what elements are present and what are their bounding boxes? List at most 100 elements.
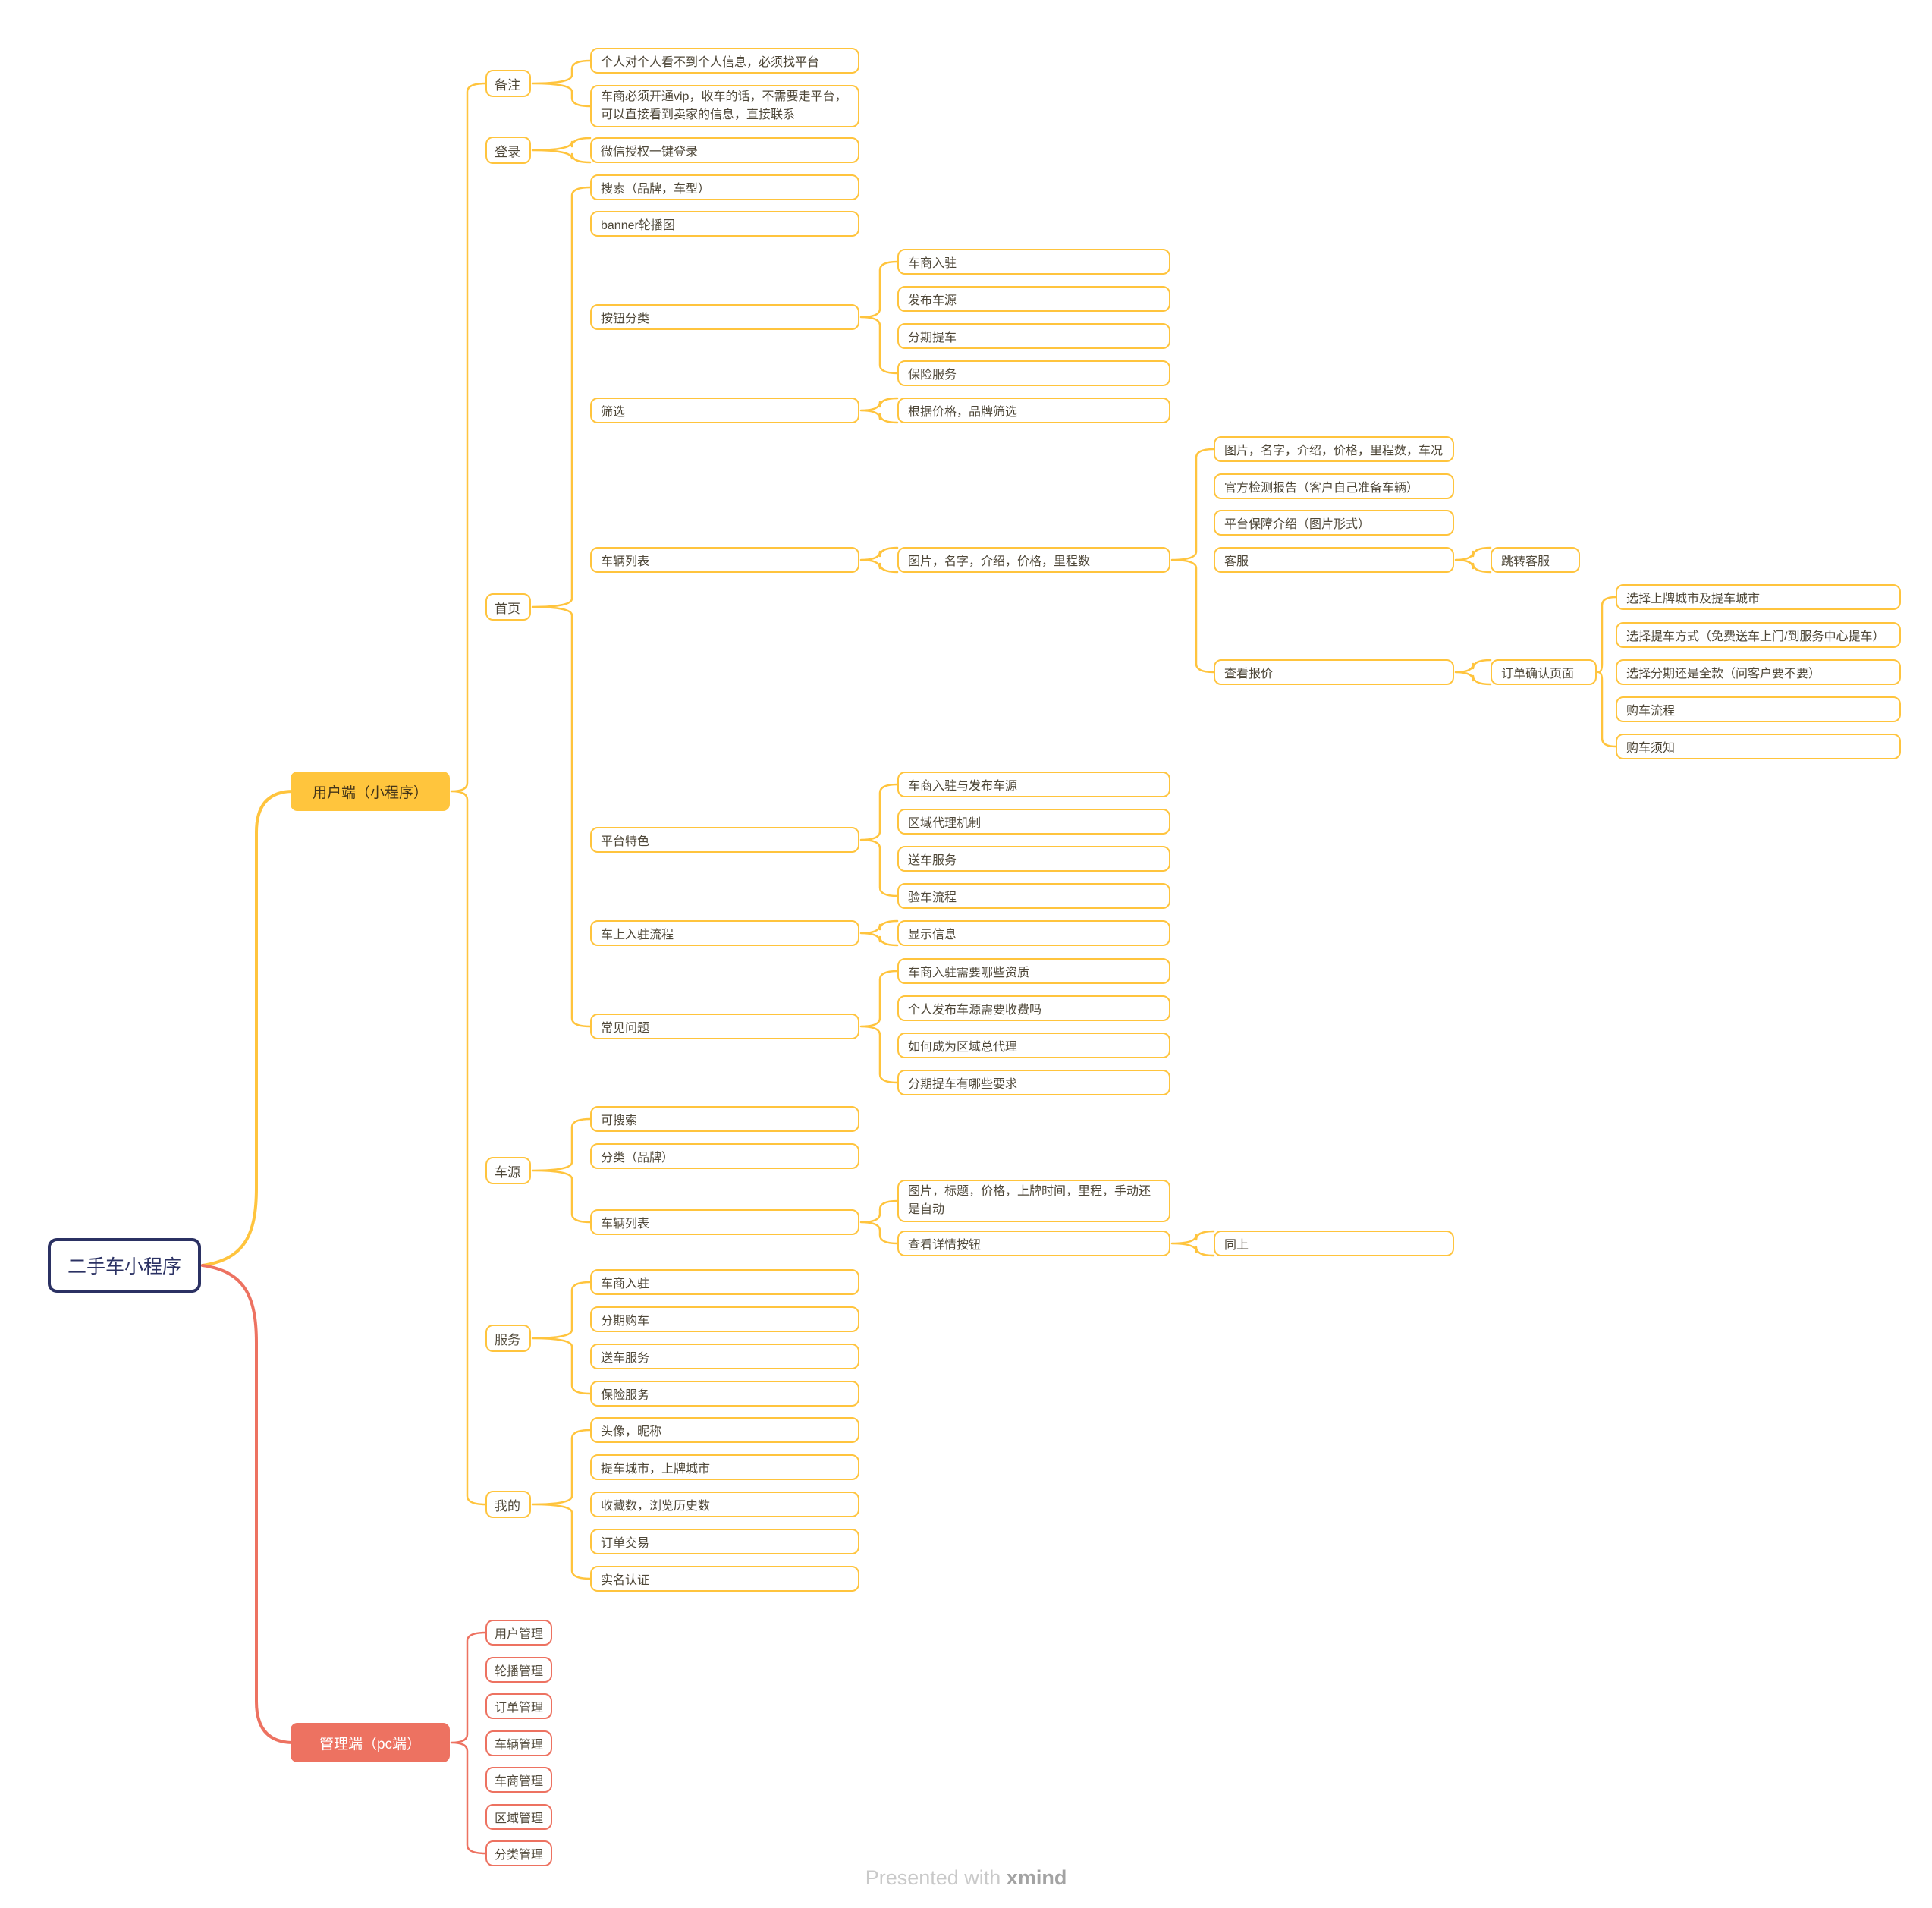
topic-label-s8b: 个人发布车源需要收费吗 [908,1004,1042,1017]
topic-s1[interactable]: 搜索（品牌，车型） [590,174,859,200]
topic-beizhu[interactable]: 备注 [485,70,531,97]
topic-s4a[interactable]: 根据价格，品牌筛选 [897,398,1170,423]
connector [1597,596,1617,748]
topic-label-denglu: 登录 [495,144,520,159]
topic-wode[interactable]: 我的 [485,1491,531,1518]
topic-c3a[interactable]: 图片，标题，价格，上牌时间，里程，手动还是自动 [897,1180,1170,1222]
topic-label-a1: 用户管理 [495,1628,544,1641]
topic-f2[interactable]: 分期购车 [590,1306,859,1332]
topic-label-w2: 提车城市，上牌城市 [601,1463,711,1476]
topic-a2[interactable]: 轮播管理 [485,1657,552,1683]
topic-s8d[interactable]: 分期提车有哪些要求 [897,1070,1170,1095]
topic-label-a6: 区域管理 [495,1812,544,1825]
topic-s5a5a[interactable]: 订单确认页面 [1491,659,1597,685]
topic-s2[interactable]: banner轮播图 [590,211,859,237]
topic-w3[interactable]: 收藏数，浏览历史数 [590,1492,859,1517]
topic-s3c[interactable]: 分期提车 [897,323,1170,349]
topic-s6b[interactable]: 区域代理机制 [897,809,1170,835]
connector [450,82,487,1506]
topic-a6[interactable]: 区域管理 [485,1804,552,1830]
topic-a5[interactable]: 车商管理 [485,1767,552,1793]
topic-a7[interactable]: 分类管理 [485,1840,552,1866]
topic-w5[interactable]: 实名认证 [590,1566,859,1592]
topic-f3[interactable]: 送车服务 [590,1344,859,1369]
connector [201,1264,298,1744]
topic-c3[interactable]: 车辆列表 [590,1209,859,1235]
topic-f4[interactable]: 保险服务 [590,1381,859,1407]
topic-s3a[interactable]: 车商入驻 [897,249,1170,275]
topic-s7a[interactable]: 显示信息 [897,920,1170,946]
topic-label-o5: 购车须知 [1626,742,1676,755]
topic-label-s4: 筛选 [601,406,626,419]
topic-label-s2: banner轮播图 [601,219,675,232]
topic-s3d[interactable]: 保险服务 [897,360,1170,386]
topic-s7[interactable]: 车上入驻流程 [590,920,859,946]
topic-label-s3d: 保险服务 [908,369,957,382]
topic-s5[interactable]: 车辆列表 [590,547,859,573]
topic-label-s5a5a: 订单确认页面 [1501,668,1575,681]
topic-s5a4a[interactable]: 跳转客服 [1491,547,1580,573]
topic-admin[interactable]: 管理端（pc端） [291,1723,450,1762]
topic-o3[interactable]: 选择分期还是全款（问客户要不要） [1616,659,1901,685]
topic-label-w5: 实名认证 [601,1574,650,1587]
connector [859,919,899,947]
topic-label-s6b: 区域代理机制 [908,817,982,830]
topic-label-c3b: 查看详情按钮 [908,1239,982,1252]
topic-c3b1[interactable]: 同上 [1214,1231,1454,1256]
topic-s5a1[interactable]: 图片，名字，介绍，价格，里程数，车况 [1214,436,1454,462]
topic-d1[interactable]: 微信授权一键登录 [590,137,859,163]
topic-label-s6d: 验车流程 [908,891,957,904]
topic-w2[interactable]: 提车城市，上牌城市 [590,1454,859,1480]
topic-s8a[interactable]: 车商入驻需要哪些资质 [897,958,1170,984]
topic-a3[interactable]: 订单管理 [485,1693,552,1719]
topic-s3b[interactable]: 发布车源 [897,286,1170,312]
watermark: Presented with xmind [0,1866,1932,1890]
topic-w1[interactable]: 头像，昵称 [590,1417,859,1443]
topic-s6d[interactable]: 验车流程 [897,883,1170,909]
connector [531,137,592,164]
topic-label-s3: 按钮分类 [601,313,650,325]
topic-cheyuan[interactable]: 车源 [485,1157,531,1184]
topic-b1[interactable]: 个人对个人看不到个人信息，必须找平台 [590,48,859,74]
topic-s5a3[interactable]: 平台保障介绍（图片形式） [1214,510,1454,536]
topic-label-s1: 搜索（品牌，车型） [601,183,711,196]
topic-b2[interactable]: 车商必须开通vip，收车的话，不需要走平台，可以直接看到卖家的信息，直接联系 [590,85,859,127]
topic-label-o1: 选择上牌城市及提车城市 [1626,593,1761,605]
topic-root[interactable]: 二手车小程序 [48,1238,201,1293]
topic-denglu[interactable]: 登录 [485,137,531,164]
topic-c3b[interactable]: 查看详情按钮 [897,1231,1170,1256]
topic-s5a4[interactable]: 客服 [1214,547,1454,573]
topic-s5a2[interactable]: 官方检测报告（客户自己准备车辆） [1214,473,1454,499]
topic-label-f1: 车商入驻 [601,1278,650,1290]
topic-user[interactable]: 用户端（小程序） [291,772,450,811]
topic-f1[interactable]: 车商入驻 [590,1269,859,1295]
topic-s5a[interactable]: 图片，名字，介绍，价格，里程数 [897,547,1170,573]
topic-c2[interactable]: 分类（品牌） [590,1143,859,1169]
topic-label-fuwu: 服务 [495,1332,520,1347]
topic-s8c[interactable]: 如何成为区域总代理 [897,1033,1170,1058]
topic-s8[interactable]: 常见问题 [590,1014,859,1039]
topic-label-a2: 轮播管理 [495,1665,544,1678]
topic-o1[interactable]: 选择上牌城市及提车城市 [1616,584,1901,610]
topic-shouye[interactable]: 首页 [485,593,531,621]
connector [1170,1230,1215,1257]
topic-o2[interactable]: 选择提车方式（免费送车上门/到服务中心提车） [1616,622,1901,648]
topic-s3[interactable]: 按钮分类 [590,304,859,330]
topic-s6a[interactable]: 车商入驻与发布车源 [897,772,1170,797]
topic-c1[interactable]: 可搜索 [590,1106,859,1132]
connector [1170,448,1215,674]
topic-a4[interactable]: 车辆管理 [485,1730,552,1756]
topic-s5a5[interactable]: 查看报价 [1214,659,1454,685]
topic-label-o3: 选择分期还是全款（问客户要不要） [1626,668,1821,681]
topic-o4[interactable]: 购车流程 [1616,696,1901,722]
topic-o5[interactable]: 购车须知 [1616,734,1901,759]
connector [859,397,899,424]
topic-a1[interactable]: 用户管理 [485,1620,552,1646]
topic-s6c[interactable]: 送车服务 [897,846,1170,872]
topic-s6[interactable]: 平台特色 [590,827,859,853]
topic-w4[interactable]: 订单交易 [590,1529,859,1554]
topic-fuwu[interactable]: 服务 [485,1325,531,1352]
topic-label-s6: 平台特色 [601,835,650,848]
topic-s4[interactable]: 筛选 [590,398,859,423]
topic-s8b[interactable]: 个人发布车源需要收费吗 [897,995,1170,1021]
